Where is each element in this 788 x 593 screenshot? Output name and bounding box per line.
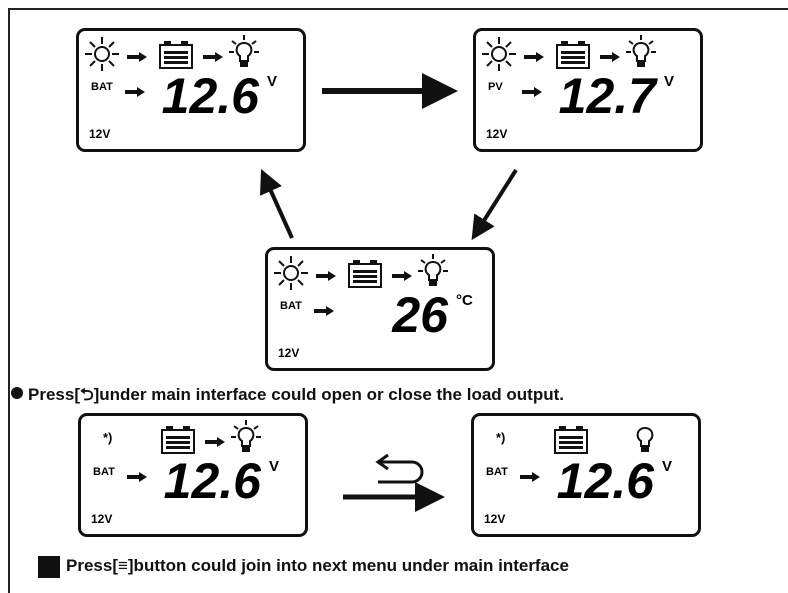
system-voltage: 12V [484, 512, 506, 526]
arrow-right-icon [524, 49, 544, 62]
source-label: PV [488, 81, 503, 93]
reading-value: 12.6 [556, 453, 654, 509]
arrow-right-icon [522, 84, 542, 97]
system-voltage: 12V [486, 127, 508, 141]
night-moon-icon: *) [496, 430, 506, 445]
bullet-icon [11, 387, 23, 399]
arrow-right-icon [316, 268, 336, 281]
arrow-right-icon [520, 469, 540, 482]
arrow-right-icon [600, 49, 620, 62]
bulb-on-icon [418, 254, 448, 288]
battery-icon [161, 426, 195, 454]
reading-unit: °C [456, 292, 473, 309]
reading-value: 12.7 [558, 68, 656, 124]
battery-icon [556, 41, 590, 69]
battery-icon [159, 41, 193, 69]
source-label: BAT [486, 466, 508, 478]
night-moon-icon: *) [103, 430, 113, 445]
lcd-panel-temperature: BAT 26 °C 12V [265, 247, 495, 371]
arrow-panel3-to-panel1 [259, 169, 294, 239]
arrow-right-icon [205, 434, 225, 447]
battery-icon [348, 260, 382, 288]
reading-value: 12.6 [161, 68, 259, 124]
next-menu-note: Press[≡]button could join into next menu… [66, 556, 569, 575]
system-voltage: 12V [278, 346, 300, 360]
reading-unit: V [662, 458, 673, 475]
arrow-right-icon [314, 303, 334, 316]
system-voltage: 12V [91, 512, 113, 526]
bulb-on-icon [231, 420, 261, 454]
lcd-panel-bat-voltage: BAT 12.6 V 12V [76, 28, 306, 152]
lcd-panel-load-off: *) BAT 12.6 V 12V [471, 413, 701, 537]
return-key-icon [375, 453, 424, 484]
sun-icon [85, 37, 119, 71]
reading-value: 12.6 [163, 453, 261, 509]
system-voltage: 12V [89, 127, 111, 141]
load-toggle-note: Press[⮌]under main interface could open … [28, 385, 564, 404]
sun-icon [274, 256, 308, 290]
bulb-on-icon [229, 35, 259, 69]
reading-unit: V [664, 73, 675, 90]
arrow-right-icon [127, 49, 147, 62]
arrow-right-icon [127, 469, 147, 482]
diagram-frame [8, 8, 788, 593]
reading-value: 26 [392, 287, 448, 343]
sun-icon [482, 37, 516, 71]
bulb-on-icon [626, 35, 656, 69]
arrow-right-icon [203, 49, 223, 62]
lcd-panel-pv-voltage: PV 12.7 V 12V [473, 28, 703, 152]
source-label: BAT [280, 300, 302, 312]
menu-square-icon [38, 556, 60, 578]
reading-unit: V [269, 458, 280, 475]
reading-unit: V [267, 73, 278, 90]
arrow-right-icon [125, 84, 145, 97]
source-label: BAT [91, 81, 113, 93]
bulb-off-icon [630, 420, 660, 454]
arrow-right-icon [392, 268, 412, 281]
lcd-panel-load-on: *) BAT 12.6 V 12V [78, 413, 308, 537]
source-label: BAT [93, 466, 115, 478]
arrow-panel2-to-panel3 [471, 168, 518, 241]
battery-icon [554, 426, 588, 454]
